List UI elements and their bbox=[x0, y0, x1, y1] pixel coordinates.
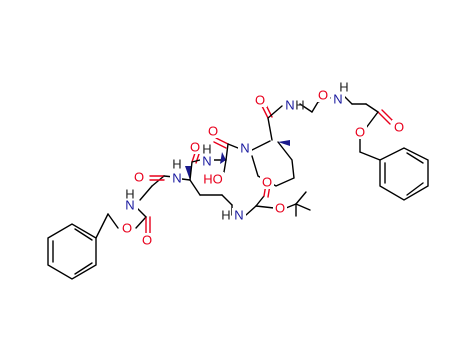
atom-h-cbz: H bbox=[125, 187, 134, 202]
svg-text:O: O bbox=[262, 175, 272, 190]
atom-o-pro: O bbox=[253, 93, 267, 108]
svg-text:H: H bbox=[172, 157, 181, 172]
atom-n-pro: N bbox=[238, 141, 252, 156]
atom-n-cbz: N bbox=[124, 198, 138, 213]
svg-text:H: H bbox=[339, 80, 348, 95]
atom-h-gly2: H bbox=[295, 98, 304, 113]
svg-text:N: N bbox=[333, 92, 342, 107]
svg-text:O: O bbox=[275, 201, 285, 216]
svg-text:O: O bbox=[255, 93, 265, 108]
proline-ring bbox=[251, 140, 295, 187]
atom-o-cbz-ether: O bbox=[120, 221, 134, 236]
atom-o-gly1: O bbox=[132, 170, 146, 185]
atom-h-gly3: H bbox=[339, 80, 348, 95]
atom-o-cbz-carbonyl: O bbox=[140, 233, 154, 248]
atom-o-boc-carbonyl: O bbox=[260, 175, 274, 190]
atom-o-ester: O bbox=[353, 125, 367, 140]
svg-text:H: H bbox=[295, 98, 304, 113]
atom-ho-ser: HO bbox=[202, 172, 224, 187]
svg-text:O: O bbox=[355, 125, 365, 140]
atom-o-boc-ether: O bbox=[273, 201, 287, 216]
atom-n-ser: N bbox=[200, 154, 214, 169]
svg-text:O: O bbox=[134, 170, 144, 185]
atom-n-lys: N bbox=[170, 171, 182, 186]
svg-text:N: N bbox=[240, 141, 249, 156]
atom-n-gly3: N bbox=[331, 92, 345, 107]
ester-benzene-ring bbox=[379, 147, 429, 201]
atom-h-ser: H bbox=[202, 142, 211, 157]
svg-text:O: O bbox=[318, 88, 328, 103]
svg-text:HO: HO bbox=[203, 172, 223, 187]
svg-text:H: H bbox=[221, 208, 230, 223]
atom-o-ser: O bbox=[206, 124, 220, 139]
atom-h-lys: H bbox=[172, 157, 181, 172]
cbz-benzene-ring bbox=[47, 223, 97, 280]
atom-n-gly2: N bbox=[283, 98, 297, 113]
atom-n-boc: N bbox=[232, 208, 246, 223]
svg-text:N: N bbox=[202, 154, 211, 169]
svg-text:O: O bbox=[394, 120, 404, 135]
atom-h-boc: H bbox=[221, 208, 230, 223]
svg-text:O: O bbox=[190, 140, 200, 155]
atom-o-lys: O bbox=[188, 140, 202, 155]
svg-text:H: H bbox=[125, 187, 134, 202]
svg-text:N: N bbox=[125, 198, 134, 213]
svg-text:O: O bbox=[208, 124, 218, 139]
svg-text:O: O bbox=[122, 221, 132, 236]
svg-text:O: O bbox=[142, 233, 152, 248]
svg-text:N: N bbox=[172, 171, 181, 186]
atom-o-gly2: O bbox=[316, 88, 330, 103]
svg-text:N: N bbox=[234, 208, 243, 223]
atom-o-ester-carbonyl: O bbox=[392, 120, 406, 135]
svg-text:N: N bbox=[285, 98, 294, 113]
svg-text:H: H bbox=[202, 142, 211, 157]
